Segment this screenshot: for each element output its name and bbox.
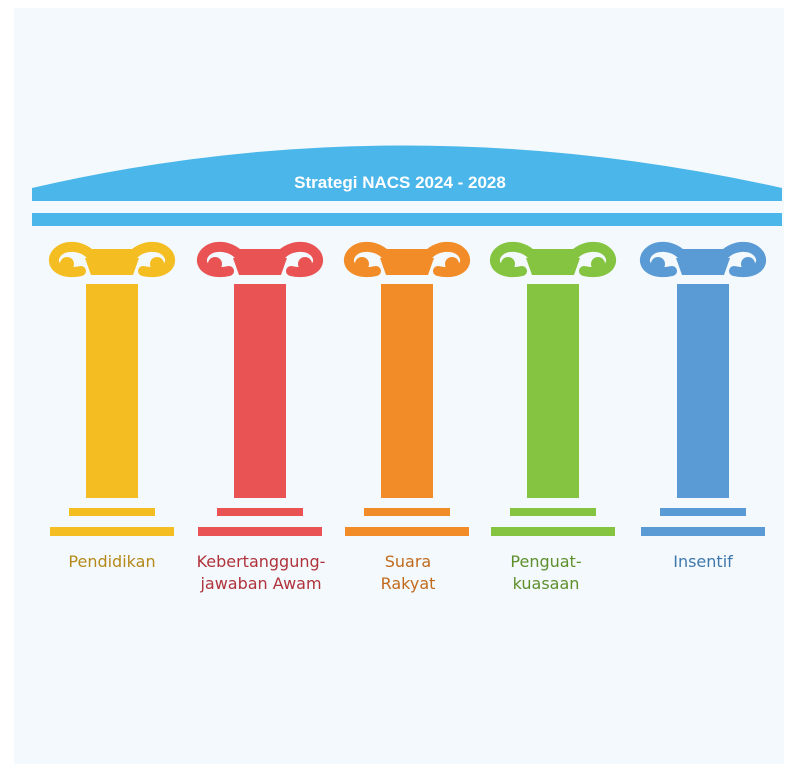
pillar-shaft	[86, 284, 138, 498]
roof-architrave	[32, 213, 782, 226]
pillar-label-line: Suara	[385, 552, 431, 571]
pillar: Pendidikan	[49, 241, 175, 571]
pillar-shaft	[527, 284, 579, 498]
pillar-capital-scroll	[490, 241, 616, 278]
pillar-volute-right	[298, 257, 312, 271]
pillar-base-upper	[510, 508, 596, 516]
pillar-base-lower	[345, 527, 469, 536]
pillar-base-upper	[364, 508, 450, 516]
pillar-capital-scroll	[49, 241, 175, 278]
pillar-label-line: Rakyat	[381, 574, 436, 593]
pillar-capital-bowl	[380, 258, 434, 275]
pillar-capital-bowl	[676, 258, 730, 275]
pillar-capital-scroll	[197, 241, 323, 278]
pillar-label-line: Pendidikan	[68, 552, 155, 571]
pillar-capital-bowl	[526, 258, 580, 275]
pillar-shaft	[381, 284, 433, 498]
roof-pediment	[32, 145, 782, 201]
pillar-shaft	[677, 284, 729, 498]
pillar: Kebertanggung-jawaban Awam	[197, 241, 326, 593]
pillar-shaft	[234, 284, 286, 498]
pillar-base-lower	[641, 527, 765, 536]
pillar-volute-left	[501, 257, 515, 271]
pillar-base-upper	[69, 508, 155, 516]
pillar: Penguat-kuasaan	[490, 241, 616, 593]
pillar-volute-left	[208, 257, 222, 271]
pillar-volute-left	[60, 257, 74, 271]
pillar-volute-left	[355, 257, 369, 271]
pillar-capital-bowl	[233, 258, 287, 275]
roof-title: Strategi NACS 2024 - 2028	[294, 173, 506, 192]
pillar-capital-scroll	[640, 241, 766, 278]
pillar-volute-left	[651, 257, 665, 271]
pillar-volute-right	[150, 257, 164, 271]
pillar-base-upper	[217, 508, 303, 516]
pillar: Insentif	[640, 241, 766, 571]
pillar-label-line: Kebertanggung-	[197, 552, 326, 571]
pillar-base-lower	[50, 527, 174, 536]
pillar-label-line: Penguat-	[510, 552, 581, 571]
pillar-volute-right	[591, 257, 605, 271]
pillar-label-line: jawaban Awam	[199, 574, 321, 593]
pillar-base-lower	[491, 527, 615, 536]
pillar-volute-right	[741, 257, 755, 271]
pillar-volute-right	[445, 257, 459, 271]
pillar-base-upper	[660, 508, 746, 516]
pillar-capital-scroll	[344, 241, 470, 278]
pillar-capital-bowl	[85, 258, 139, 275]
pillar-label-line: kuasaan	[513, 574, 580, 593]
pillar-label-line: Insentif	[673, 552, 733, 571]
pillar-base-lower	[198, 527, 322, 536]
